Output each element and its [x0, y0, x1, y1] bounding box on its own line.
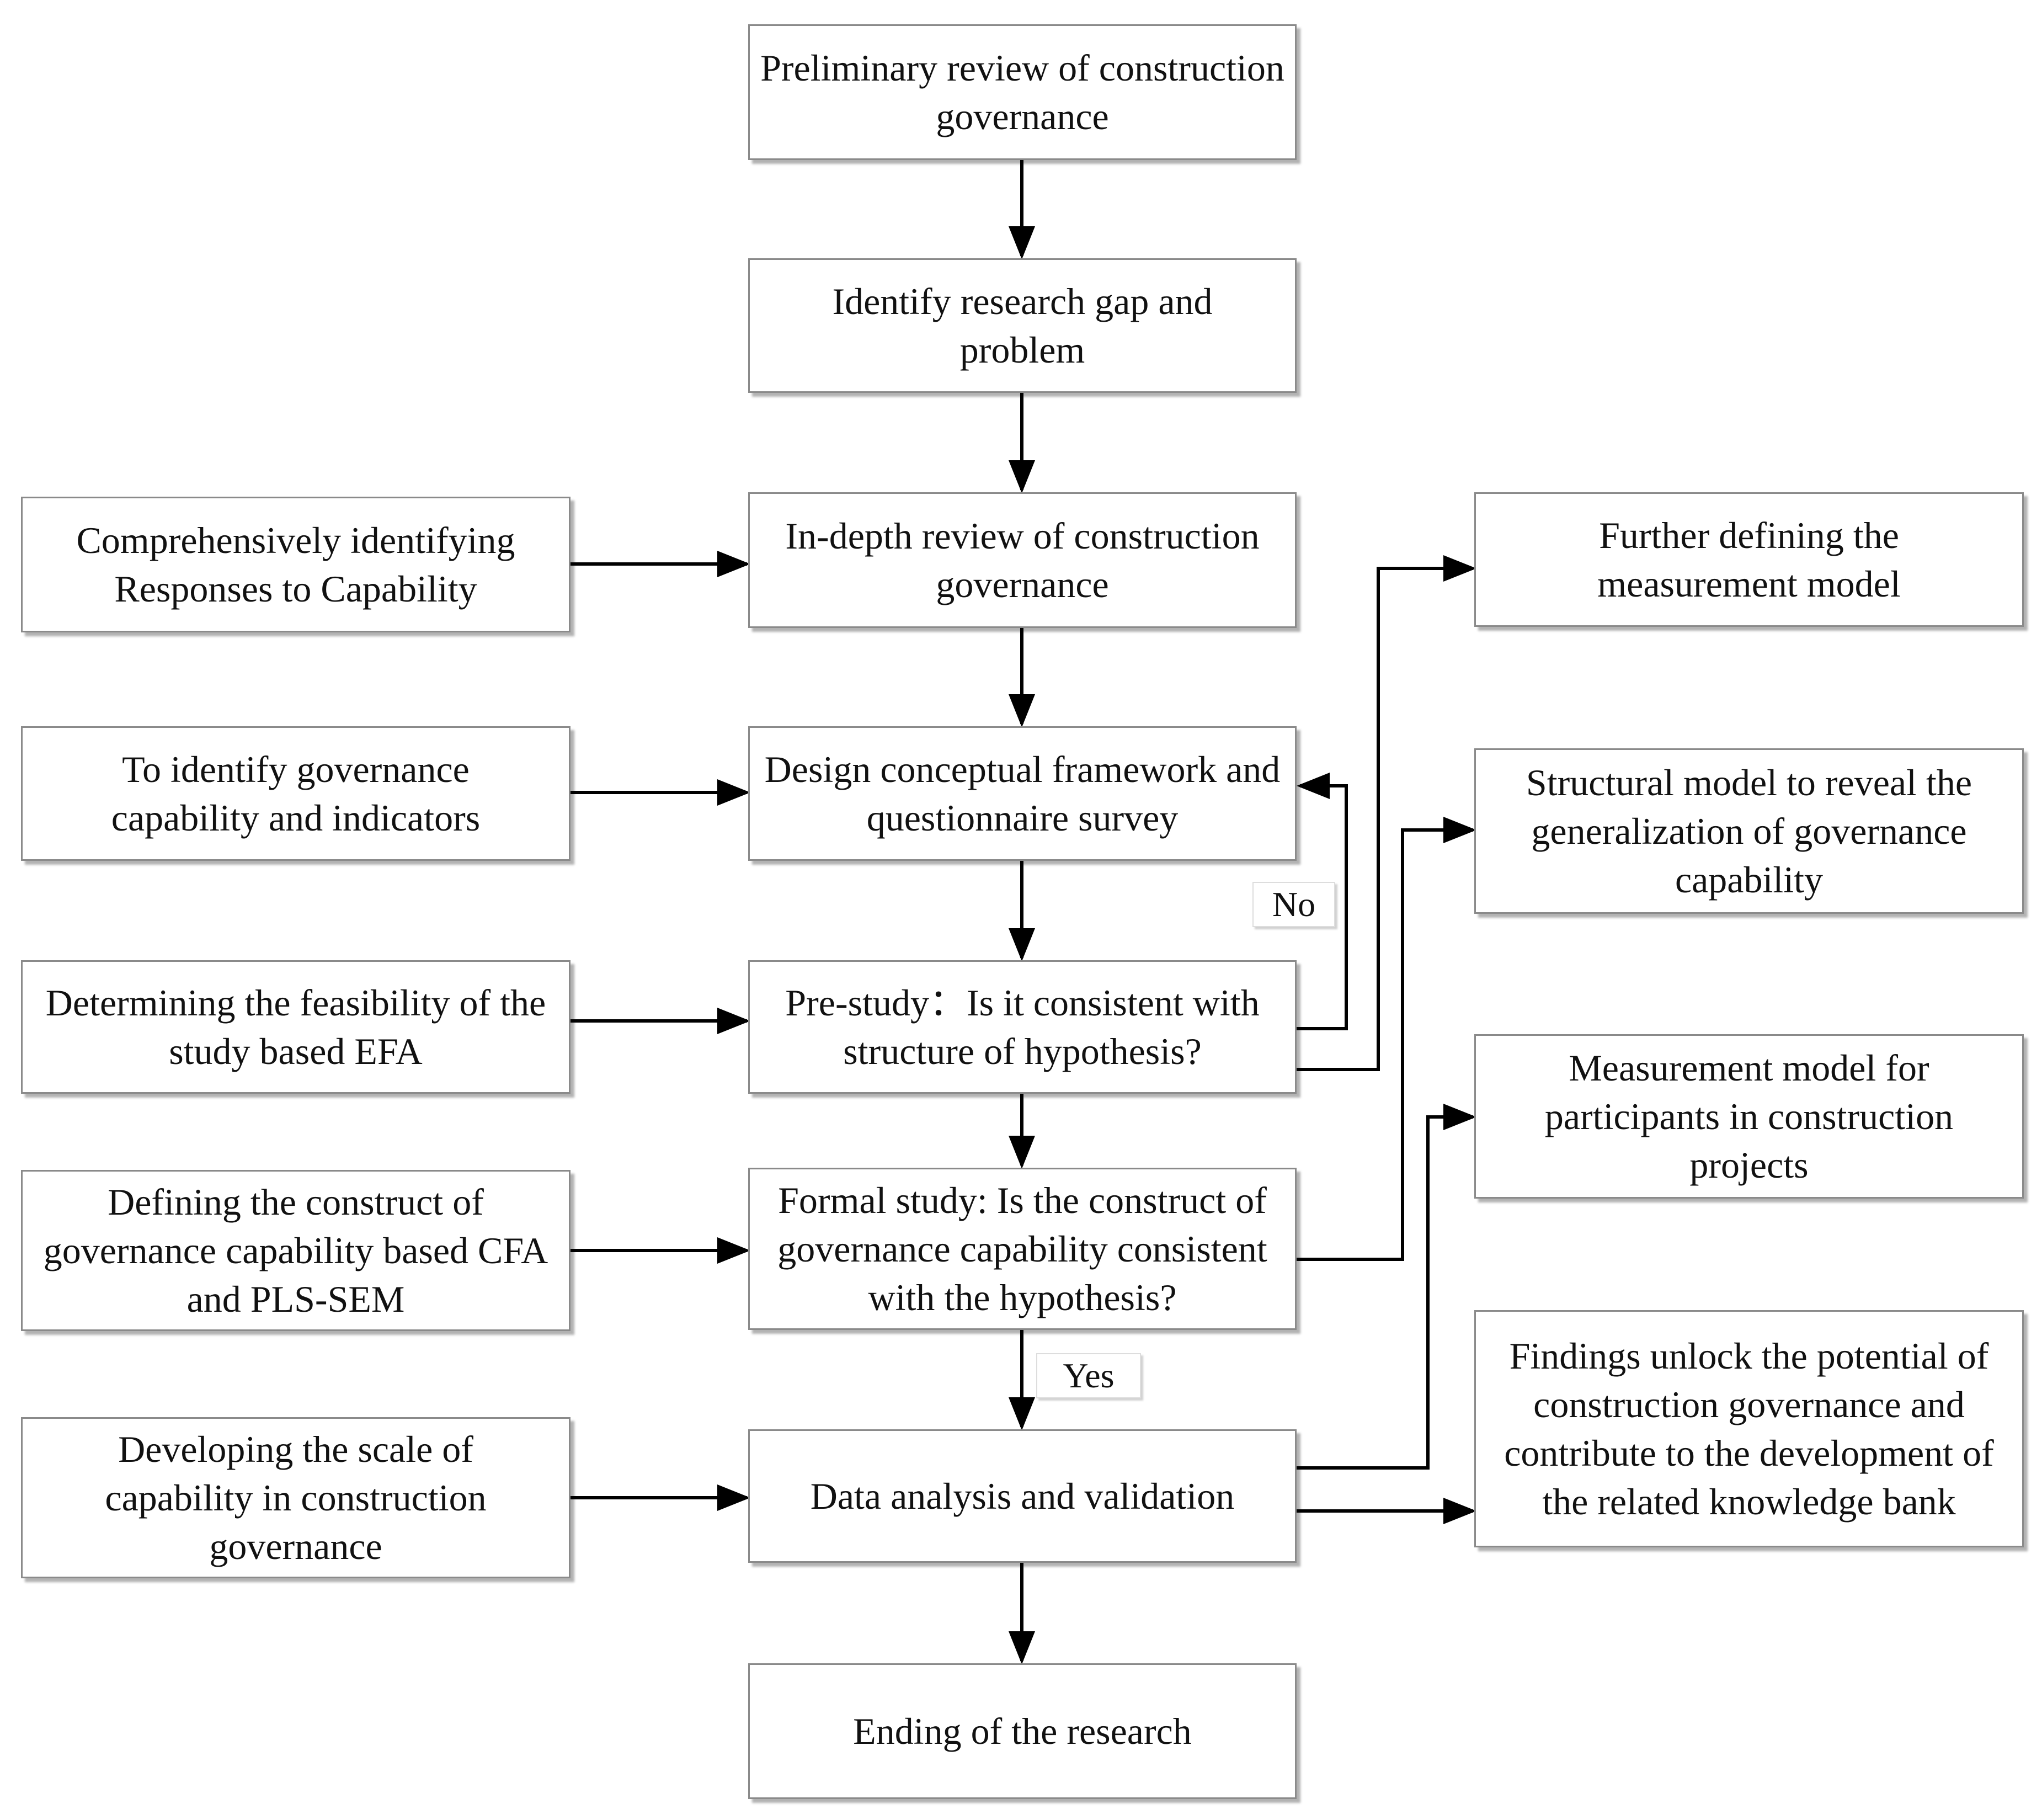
step-design-framework-label: Design conceptual framework and question…: [764, 748, 1281, 839]
input-indicators-label: To identify governance capability and in…: [111, 748, 481, 839]
label-yes: Yes: [1036, 1353, 1141, 1398]
input-construct: Defining the construct of governance cap…: [21, 1170, 571, 1331]
step-data-analysis-label: Data analysis and validation: [810, 1475, 1235, 1517]
step-in-depth-review-label: In-depth review of construction governan…: [785, 515, 1260, 605]
output-participants-model: Measurement model for participants in co…: [1474, 1034, 2024, 1199]
input-construct-label: Defining the construct of governance cap…: [43, 1181, 548, 1320]
arrow-prestudy-to-measurement: [1297, 555, 1476, 1071]
input-feasibility-label: Determining the feasibility of the study…: [45, 982, 546, 1072]
input-responses: Comprehensively identifying Responses to…: [21, 497, 571, 632]
step-pre-study-label: Pre-study：Is it consistent with structur…: [785, 982, 1260, 1072]
input-scale-label: Developing the scale of capability in co…: [105, 1428, 487, 1567]
step-ending-label: Ending of the research: [853, 1710, 1192, 1752]
input-indicators: To identify governance capability and in…: [21, 726, 571, 861]
step-formal-study: Formal study: Is the construct of govern…: [748, 1168, 1297, 1330]
step-identify-gap: Identify research gap and problem: [748, 258, 1297, 393]
input-feasibility: Determining the feasibility of the study…: [21, 960, 571, 1094]
input-responses-label: Comprehensively identifying Responses to…: [76, 519, 515, 610]
output-findings-label: Findings unlock the potential of constru…: [1504, 1335, 1994, 1523]
step-formal-study-label: Formal study: Is the construct of govern…: [777, 1179, 1267, 1318]
label-no: No: [1252, 882, 1335, 927]
step-identify-gap-label: Identify research gap and problem: [832, 280, 1213, 371]
arrow-no-loop: [1297, 773, 1348, 1030]
output-measurement-model-label: Further defining the measurement model: [1597, 514, 1901, 605]
step-design-framework: Design conceptual framework and question…: [748, 726, 1297, 861]
step-preliminary-review-label: Preliminary review of construction gover…: [760, 47, 1284, 137]
step-preliminary-review: Preliminary review of construction gover…: [748, 24, 1297, 160]
output-measurement-model: Further defining the measurement model: [1474, 492, 2024, 627]
output-structural-model-label: Structural model to reveal the generaliz…: [1526, 762, 1972, 901]
step-data-analysis: Data analysis and validation: [748, 1429, 1297, 1563]
step-ending: Ending of the research: [748, 1663, 1297, 1799]
step-in-depth-review: In-depth review of construction governan…: [748, 492, 1297, 628]
step-pre-study: Pre-study：Is it consistent with structur…: [748, 960, 1297, 1094]
arrow-formal-to-structural: [1297, 817, 1476, 1261]
input-scale: Developing the scale of capability in co…: [21, 1417, 571, 1578]
arrow-analysis-to-participants: [1297, 1104, 1476, 1470]
output-findings: Findings unlock the potential of constru…: [1474, 1310, 2024, 1547]
output-structural-model: Structural model to reveal the generaliz…: [1474, 748, 2024, 914]
output-participants-model-label: Measurement model for participants in co…: [1544, 1047, 1954, 1186]
